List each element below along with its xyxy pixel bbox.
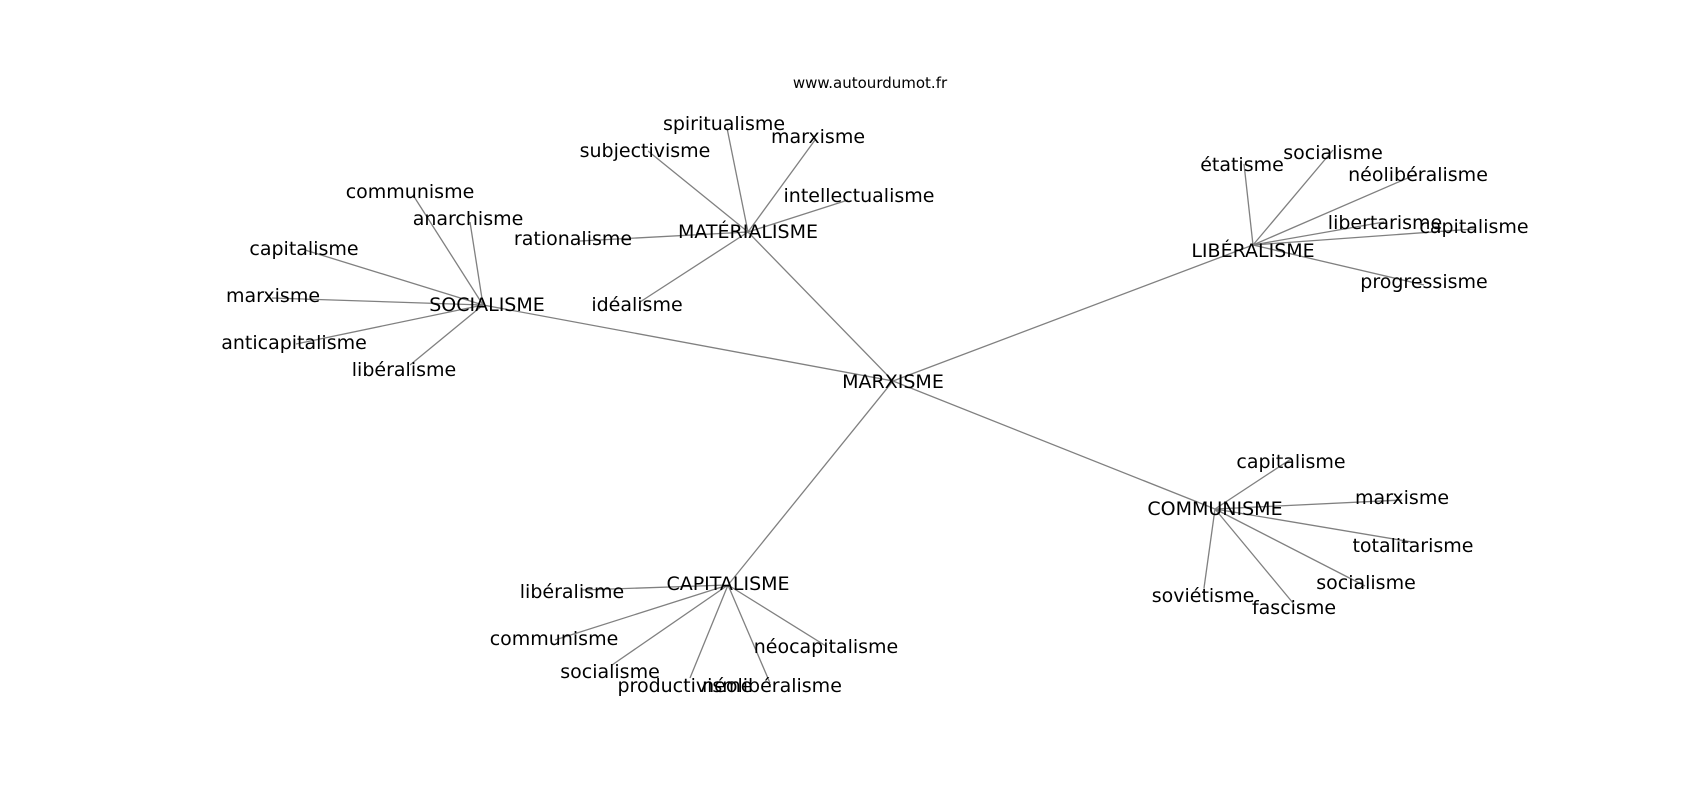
leaf-node-label: libertarisme <box>1328 212 1442 234</box>
leaf-node-label: capitalisme <box>1419 216 1528 238</box>
edge-socialisme-leaf-1 <box>469 221 484 306</box>
edge-liberalisme-leaf-4 <box>1252 228 1475 246</box>
leaf-node-label: soviétisme <box>1152 585 1255 607</box>
edge-liberalisme-leaf-0 <box>1243 163 1254 246</box>
edge-materialisme-leaf-4 <box>579 231 749 242</box>
edge-materialisme-leaf-5 <box>639 231 749 303</box>
hub-node-label-materialisme: MATÉRIALISME <box>678 220 818 243</box>
edge-capitalisme-leaf-0 <box>581 584 729 591</box>
edge-capitalisme-leaf-4 <box>727 584 771 684</box>
leaf-node-label: totalitarisme <box>1352 535 1473 557</box>
edge-communisme-leaf-3 <box>1214 508 1366 587</box>
leaf-node-label: rationalisme <box>514 228 632 250</box>
leaf-node-label: spiritualisme <box>663 113 785 135</box>
edge-materialisme-leaf-0 <box>726 127 749 233</box>
labels-layer: MARXISMEspiritualismemarxismesubjectivis… <box>221 113 1528 697</box>
leaf-node-label: marxisme <box>226 285 320 307</box>
leaf-node-label: marxisme <box>1355 487 1449 509</box>
edge-materialisme-leaf-3 <box>747 199 849 233</box>
leaf-node-label: productivisme <box>618 675 753 697</box>
leaf-node-label: communisme <box>490 628 619 650</box>
edge-communisme-leaf-2 <box>1214 508 1413 543</box>
leaf-node-label: socialisme <box>1316 572 1416 594</box>
edge-center-to-socialisme <box>482 304 894 382</box>
edge-liberalisme-leaf-3 <box>1252 221 1385 246</box>
edge-communisme-leaf-5 <box>1214 508 1294 604</box>
edge-capitalisme-leaf-3 <box>689 584 729 679</box>
leaf-node-label: anticapitalisme <box>221 332 367 354</box>
edge-capitalisme-leaf-1 <box>554 584 729 641</box>
edge-capitalisme-leaf-2 <box>611 584 729 666</box>
edge-communisme-leaf-4 <box>1203 508 1216 589</box>
leaf-node-label: fascisme <box>1252 597 1336 619</box>
edge-center-to-liberalisme <box>892 244 1254 382</box>
leaf-node-label: marxisme <box>771 126 865 148</box>
leaf-node-label: néolibéralisme <box>702 675 842 697</box>
edge-communisme-leaf-1 <box>1214 499 1403 510</box>
leaf-node-label: étatisme <box>1200 154 1284 176</box>
leaf-node-label: communisme <box>346 181 475 203</box>
edge-communisme-leaf-0 <box>1214 458 1292 510</box>
edge-center-to-communisme <box>892 380 1216 510</box>
leaf-node-label: anarchisme <box>413 208 524 230</box>
leaf-node-label: capitalisme <box>249 238 358 260</box>
watermark: www.autourdumot.fr <box>793 74 948 92</box>
hub-node-label-capitalisme: CAPITALISME <box>666 573 789 595</box>
edge-materialisme-leaf-2 <box>647 150 749 233</box>
edge-materialisme-leaf-1 <box>747 139 816 233</box>
edge-socialisme-leaf-5 <box>409 304 484 366</box>
edges-layer <box>271 127 1475 684</box>
leaf-node-label: progressisme <box>1360 271 1487 293</box>
center-node-label: MARXISME <box>842 371 944 393</box>
leaf-node-label: subjectivisme <box>580 140 711 162</box>
leaf-node-label: néolibéralisme <box>1348 164 1488 186</box>
leaf-node-label: socialisme <box>560 661 660 683</box>
leaf-node-label: idéalisme <box>591 294 682 316</box>
edge-socialisme-leaf-4 <box>295 304 484 345</box>
edge-socialisme-leaf-3 <box>271 297 484 306</box>
edge-center-to-materialisme <box>747 231 894 382</box>
edge-capitalisme-leaf-5 <box>727 584 827 647</box>
leaf-node-label: libéralisme <box>520 581 624 603</box>
leaf-node-label: intellectualisme <box>784 185 935 207</box>
hub-node-label-communisme: COMMUNISME <box>1147 498 1282 520</box>
leaf-node-label: socialisme <box>1283 142 1383 164</box>
edge-socialisme-leaf-0 <box>412 194 484 306</box>
edge-socialisme-leaf-2 <box>304 249 484 306</box>
leaf-node-label: capitalisme <box>1236 451 1345 473</box>
edge-center-to-capitalisme <box>727 380 894 586</box>
leaf-node-label: libéralisme <box>352 359 456 381</box>
leaf-node-label: néocapitalisme <box>754 636 899 658</box>
edge-liberalisme-leaf-2 <box>1252 173 1418 246</box>
edge-liberalisme-leaf-5 <box>1252 244 1425 286</box>
hub-node-label-liberalisme: LIBÉRALISME <box>1191 239 1314 262</box>
hub-node-label-socialisme: SOCIALISME <box>429 294 545 316</box>
edge-liberalisme-leaf-1 <box>1252 149 1334 246</box>
